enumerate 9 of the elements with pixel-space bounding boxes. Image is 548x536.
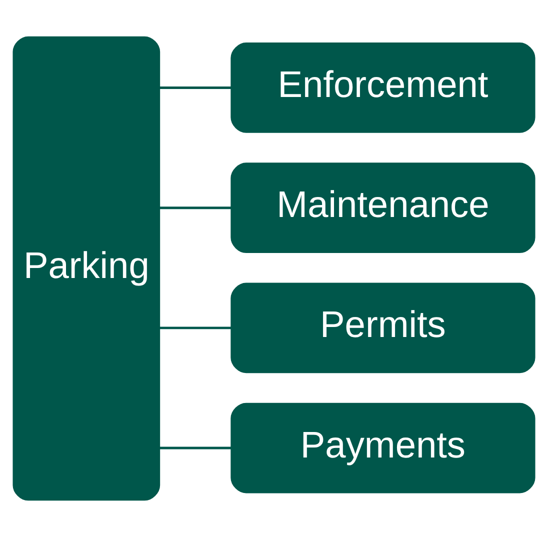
connector: [160, 446, 232, 449]
connector: [160, 326, 232, 329]
connector: [160, 206, 232, 209]
node-box: Enforcement: [230, 42, 536, 132]
node-box: Maintenance: [230, 162, 536, 253]
node-box: Payments: [230, 402, 536, 493]
connector: [160, 86, 232, 88]
node-box: Permits: [230, 282, 536, 373]
node-box: Parking: [12, 36, 160, 500]
